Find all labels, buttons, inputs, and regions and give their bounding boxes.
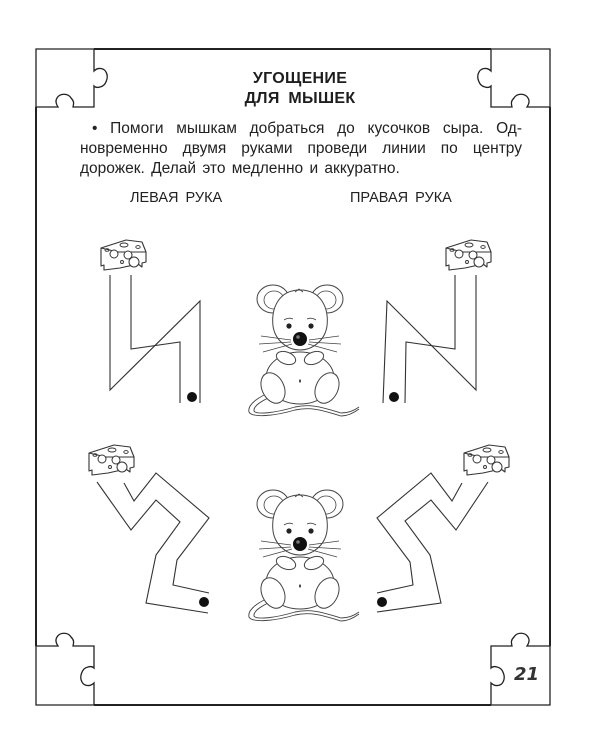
instruction-line: • Помоги мышкам добраться до кусочков сы… <box>92 120 522 137</box>
puzzle-frame <box>35 48 551 706</box>
page-title-line-1: УГОЩЕНИЕ <box>252 70 348 87</box>
cheese-icon <box>463 444 510 476</box>
instruction-text: • Помоги мышкам добраться до кусочков сы… <box>80 119 522 179</box>
cheese-icon <box>88 444 135 476</box>
left-hand-label: ЛЕВАЯ РУКА <box>130 190 223 206</box>
path-top-left <box>109 275 201 403</box>
start-dot-top-right <box>389 392 399 402</box>
puzzle-corner-top-right <box>477 48 551 108</box>
puzzle-corner-bottom-left <box>35 632 95 706</box>
mouse-illustration-top <box>248 284 360 417</box>
start-dot-top-left <box>187 392 197 402</box>
right-hand-label: ПРАВАЯ РУКА <box>350 190 452 206</box>
puzzle-corner-top-left <box>35 48 108 108</box>
instruction-line: новременно двумя руками проведи линии по… <box>80 140 522 157</box>
mouse-illustration-bottom <box>248 489 360 622</box>
start-dot-bottom-right <box>377 597 387 607</box>
instruction-line: дорожек. Делай это медленно и аккуратно. <box>80 160 400 177</box>
path-bottom-right <box>376 472 489 613</box>
page-number: 21 <box>514 664 540 685</box>
page-title-line-2: ДЛЯ МЫШЕК <box>244 90 356 107</box>
cheese-icon <box>445 239 492 271</box>
start-dot-bottom-left <box>199 597 209 607</box>
puzzle-corner-bottom-right <box>490 632 551 706</box>
path-top-right <box>382 275 477 404</box>
cheese-icon <box>100 239 147 271</box>
path-bottom-left <box>96 472 210 614</box>
